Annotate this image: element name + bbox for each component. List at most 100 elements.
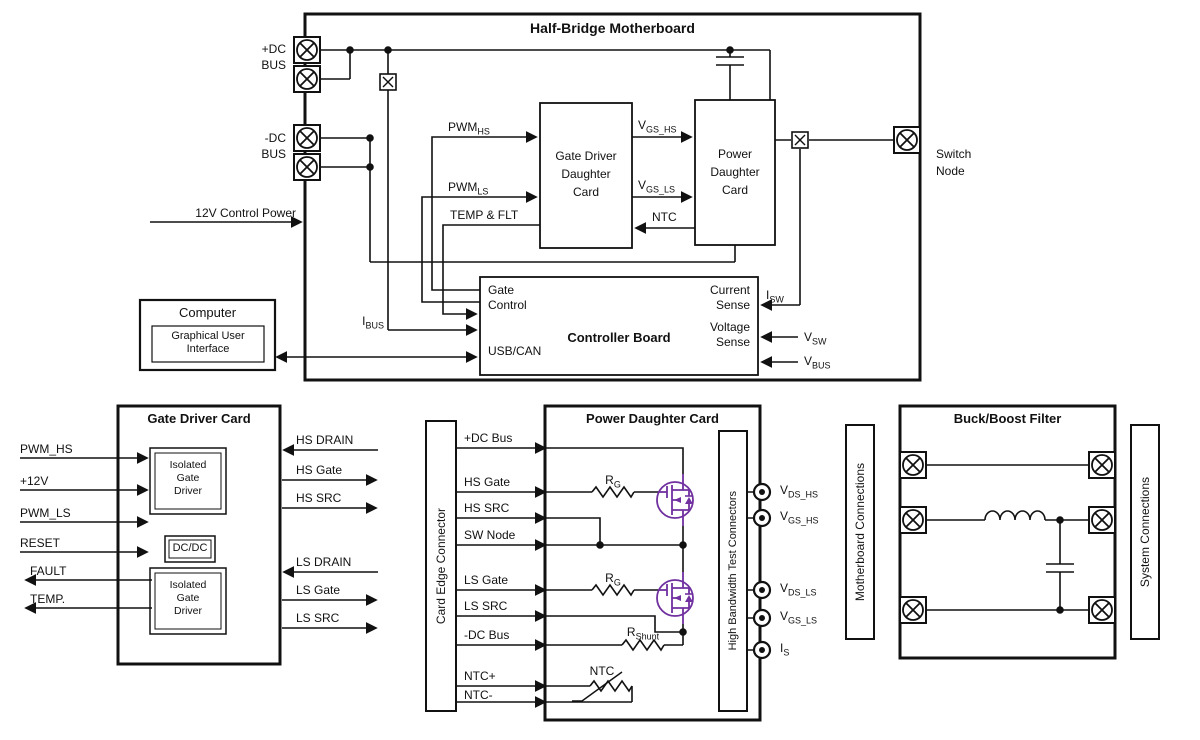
capacitor-icon <box>1046 520 1074 610</box>
vds-ls-testpoint-label: VDS_LS <box>780 581 817 598</box>
dc-link-capacitor <box>716 50 744 100</box>
system-connections-box: System Connections <box>1130 424 1160 640</box>
high-bandwidth-test-connectors: High Bandwidth Test Connectors <box>718 430 748 712</box>
fault-output-label: FAULT <box>30 564 67 578</box>
boxes <box>116 12 1117 722</box>
dc-minus-connector-icon <box>293 124 321 152</box>
shunt-resistor-icon <box>621 639 665 651</box>
ntc-plus-signal-label: NTC+ <box>464 669 496 683</box>
dcdc-label: DC/DC <box>172 542 208 554</box>
motherboard-title: Half-Bridge Motherboard <box>530 20 695 36</box>
vsw-label: VSW <box>804 330 827 347</box>
switch-current-sensor-icon <box>791 131 809 149</box>
ntc-signal-label: NTC <box>652 210 677 224</box>
ibus-label: IBUS <box>362 314 384 331</box>
temp-output-label: TEMP. <box>30 592 66 606</box>
motherboard-box <box>303 12 922 382</box>
controller-board-box <box>479 276 759 376</box>
temp-flt-label: TEMP & FLT <box>450 208 519 222</box>
ls-src-signal-label: LS SRC <box>464 599 508 613</box>
inductor-icon <box>984 510 1046 521</box>
sw-node-signal-label: SW Node <box>464 528 516 542</box>
gate-driver-card-title: Gate Driver Card <box>147 411 251 426</box>
switch-node-connector-icon <box>893 126 921 154</box>
isw-label: ISW <box>766 288 784 305</box>
vgs-ls-label: VGS_LS <box>638 178 676 195</box>
power-card-title: Power Daughter Card <box>586 411 719 426</box>
computer-title: Computer <box>178 305 237 320</box>
filter-connector-icon <box>1088 506 1116 534</box>
ntc-element-label: NTC <box>589 664 615 678</box>
rg-hs-label: RG <box>605 473 621 490</box>
dcdc-box <box>164 535 216 563</box>
ls-gate-label: LS Gate <box>296 583 341 597</box>
rshunt-label: RShunt <box>626 625 660 642</box>
hs-drain-label: HS DRAIN <box>296 433 354 447</box>
filter-connector-icon <box>899 506 927 534</box>
dc-plus-connector-icon <box>293 36 321 64</box>
controller-board-title: Controller Board <box>567 330 671 345</box>
is-testpoint-label: IS <box>780 641 790 658</box>
isolated-driver-box-ls <box>149 567 227 635</box>
motherboard-connections-box: Motherboard Connections <box>845 424 875 640</box>
gate-driver-card-wires <box>20 444 378 634</box>
gui-box <box>151 325 265 363</box>
isolated-driver-box-hs-inner <box>154 452 222 510</box>
filter-box <box>898 404 1117 660</box>
filter-connector-icon <box>899 451 927 479</box>
dc-plus-connector-icon <box>293 65 321 93</box>
dc-minus-connector-icon <box>293 153 321 181</box>
ls-src-label: LS SRC <box>296 611 340 625</box>
hs-gate-signal-label: HS Gate <box>464 475 511 489</box>
dc-minus-bus-signal-label: -DC Bus <box>464 628 510 642</box>
mosfet-hs-icon <box>656 473 694 527</box>
power-card-wires <box>457 442 753 708</box>
filter-connector-icon <box>1088 451 1116 479</box>
hs-src-label: HS SRC <box>296 491 342 505</box>
filter-title: Buck/Boost Filter <box>953 411 1062 426</box>
reset-input-label: RESET <box>20 536 61 550</box>
ls-drain-label: LS DRAIN <box>296 555 352 569</box>
filter-connector-icon <box>899 596 927 624</box>
vds-hs-testpoint-label: VDS_HS <box>780 483 819 500</box>
hs-src-signal-label: HS SRC <box>464 501 510 515</box>
rg-ls-label: RG <box>605 571 621 588</box>
ntc-minus-signal-label: NTC- <box>464 688 493 702</box>
dcdc-box-inner <box>168 539 212 559</box>
power-card-box <box>543 404 762 722</box>
vgs-hs-label: VGS_HS <box>638 118 677 135</box>
computer-box <box>138 298 277 372</box>
gate-driver-daughter-card-box <box>539 102 633 249</box>
ls-gate-signal-label: LS Gate <box>464 573 509 587</box>
ntc-thermistor-icon <box>589 680 633 692</box>
vgs-ls-testpoint-label: VGS_LS <box>780 609 818 626</box>
isolated-driver-box-hs <box>149 447 227 515</box>
card-edge-connector: Card Edge Connector <box>425 420 457 712</box>
usb-can-label: USB/CAN <box>488 344 542 358</box>
mosfet-ls-icon <box>656 571 694 625</box>
hs-gate-label: HS Gate <box>296 463 343 477</box>
filter-connector-icon <box>1088 596 1116 624</box>
pwm-ls-label: PWMLS <box>448 180 489 197</box>
12v-input-label: +12V <box>20 474 49 488</box>
isolated-driver-box-ls-inner <box>154 572 222 630</box>
pwm-hs-label: PWMHS <box>448 120 490 137</box>
pwm-ls-input-label: PWM_LS <box>20 506 71 520</box>
pwm-hs-input-label: PWM_HS <box>20 442 73 456</box>
control-power-label: 12V Control Power <box>195 206 296 220</box>
gate-driver-card-box <box>116 404 282 666</box>
vgs-hs-testpoint-label: VGS_HS <box>780 509 819 526</box>
